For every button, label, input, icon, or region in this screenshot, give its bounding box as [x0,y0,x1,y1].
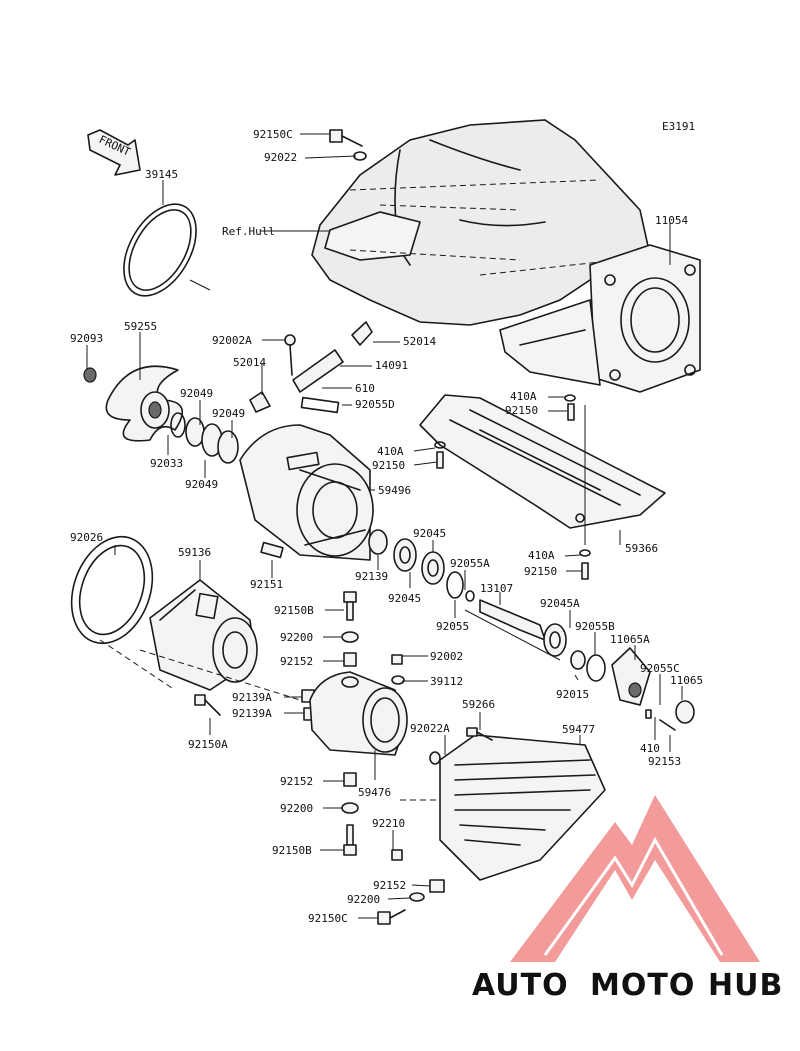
label-92152-c: 92152 [373,879,406,892]
label-92045A: 92045A [540,597,580,610]
label-92150B-a: 92150B [274,604,314,617]
label-59255: 59255 [124,320,157,333]
label-92150C-bot: 92150C [308,912,348,925]
gasket-92026 [70,535,154,645]
watermark-logo-icon [510,795,760,962]
label-92150A: 92150A [188,738,228,751]
label-92150-top: 92150 [505,404,538,417]
label-92200-b: 92200 [280,802,313,815]
part-labels: E3191 FRONT Ref.Hull 39145 92150C 92022 … [70,120,703,925]
label-92151: 92151 [250,578,283,591]
label-92200-c: 92200 [347,893,380,906]
label-92055: 92055 [436,620,469,633]
label-92002: 92002 [430,650,463,663]
label-59366: 59366 [625,542,658,555]
diagram-code: E3191 [662,120,695,133]
label-92152-b: 92152 [280,775,313,788]
label-92150C-top: 92150C [253,128,293,141]
label-92033: 92033 [150,457,183,470]
label-410A-top: 410A [510,390,537,403]
bolts-left-column [194,591,359,856]
label-59477: 59477 [562,723,595,736]
label-11065: 11065 [670,674,703,687]
watermark-moto: MOTO [590,968,695,1003]
label-92045-a: 92045 [413,527,446,540]
label-92049-a: 92049 [180,387,213,400]
label-92139A-a: 92139A [232,691,272,704]
tube-14091 [249,321,373,414]
label-52014-left: 52014 [233,356,266,369]
label-410A-mid: 410A [377,445,404,458]
label-92150-low: 92150 [524,565,557,578]
label-92153: 92153 [648,755,681,768]
nozzle-59476 [309,654,408,756]
leader-lines [86,133,683,919]
label-39145: 39145 [145,168,178,181]
label-92022A: 92022A [410,722,450,735]
stator-59136 [149,579,258,691]
watermark-auto: AUTO [472,968,569,1003]
label-92026: 92026 [70,531,103,544]
label-11065A: 11065A [610,633,650,646]
bearings-and-shaft [260,529,606,682]
label-410: 410 [640,742,660,755]
label-92152-a: 92152 [280,655,313,668]
label-92200-a: 92200 [280,631,313,644]
watermark-hub: HUB [708,968,783,1003]
hull-drawing [311,119,651,326]
label-92022: 92022 [264,151,297,164]
label-92055C: 92055C [640,662,680,675]
ref-hull-label: Ref.Hull [222,225,275,238]
impeller-59255 [83,365,184,442]
label-59476: 59476 [358,786,391,799]
ring-39145 [123,203,211,297]
front-arrow-icon [87,129,141,176]
pump-mount-11054 [499,244,701,393]
label-92055A: 92055A [450,557,490,570]
cap-11065A [611,647,695,731]
label-92210: 92210 [372,817,405,830]
label-92015: 92015 [556,688,589,701]
pump-case-59496 [239,424,374,561]
housing-59477 [377,727,606,925]
label-52014-right: 52014 [403,335,436,348]
label-92049-b: 92049 [212,407,245,420]
label-92139A-b: 92139A [232,707,272,720]
label-92139: 92139 [355,570,388,583]
label-59136: 59136 [178,546,211,559]
label-92093: 92093 [70,332,103,345]
label-92045-b: 92045 [388,592,421,605]
label-14091: 14091 [375,359,408,372]
ride-plate-59366 [419,394,666,529]
ride-plate-hardware [434,394,591,580]
label-92002A: 92002A [212,334,252,347]
label-92150-mid: 92150 [372,459,405,472]
label-59496: 59496 [378,484,411,497]
label-610: 610 [355,382,375,395]
label-92055D: 92055D [355,398,395,411]
label-92150B-b: 92150B [272,844,312,857]
label-92055B: 92055B [575,620,615,633]
label-13107: 13107 [480,582,513,595]
label-39112: 39112 [430,675,463,688]
label-11054: 11054 [655,214,688,227]
label-410A-low: 410A [528,549,555,562]
bolt-92150C-top [329,129,367,161]
label-92049-c: 92049 [185,478,218,491]
watermark-text: AUTO MOTO HUB [472,968,783,1003]
label-59266: 59266 [462,698,495,711]
